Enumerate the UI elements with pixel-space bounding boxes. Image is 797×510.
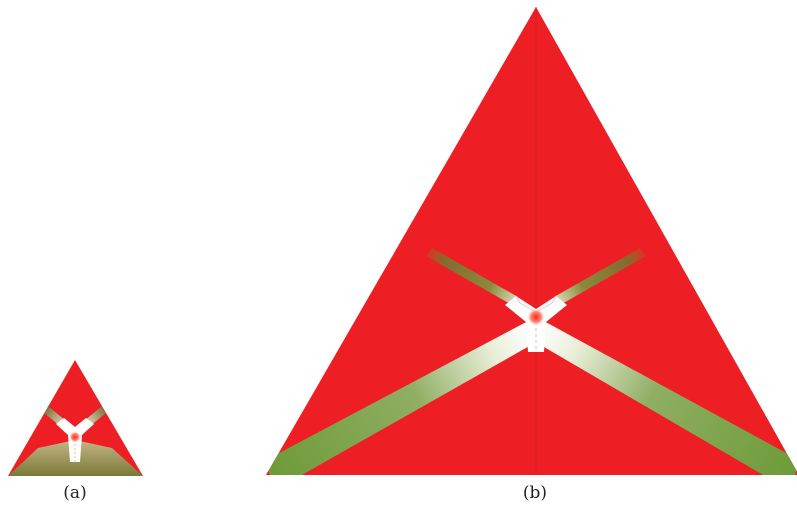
triangle-b — [266, 7, 797, 475]
panel-a — [8, 360, 143, 476]
panel-b — [266, 7, 797, 476]
caption-b: (b) — [523, 483, 547, 503]
center-dot-a — [69, 431, 81, 443]
center-dot-b — [527, 308, 545, 326]
caption-a: (a) — [63, 483, 86, 503]
